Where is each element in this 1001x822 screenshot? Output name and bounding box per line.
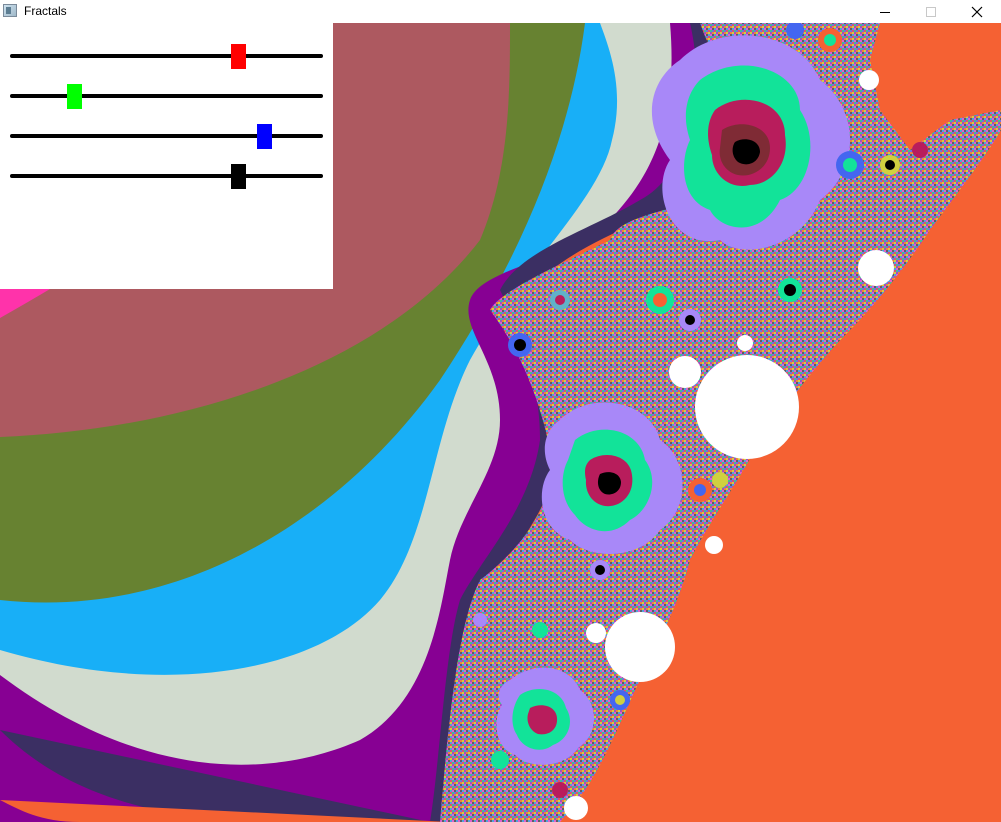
slider-thumb-green[interactable]	[66, 84, 82, 109]
slider-thumb-blue[interactable]	[257, 124, 273, 149]
minimize-icon	[880, 11, 890, 13]
close-icon	[971, 6, 983, 17]
slider-thumb-black[interactable]	[230, 164, 246, 189]
fractal-bulb-top	[651, 35, 850, 250]
fractal-image	[0, 23, 1001, 822]
fractal-bulb-mid	[541, 402, 683, 554]
fractal-canvas[interactable]	[0, 23, 1001, 822]
title-bar[interactable]: Fractals	[0, 0, 1001, 23]
slider-track-green[interactable]	[10, 94, 323, 98]
slider-track-red[interactable]	[10, 54, 323, 58]
slider-track-blue[interactable]	[10, 134, 323, 138]
slider-panel	[0, 23, 333, 289]
app-window-icon	[3, 4, 17, 17]
maximize-icon	[926, 6, 936, 17]
slider-track-black[interactable]	[10, 174, 323, 178]
minimize-button[interactable]	[862, 0, 908, 23]
fractal-spirals	[473, 23, 928, 798]
close-button[interactable]	[954, 0, 1000, 23]
maximize-button[interactable]	[908, 0, 954, 23]
fractal-lakes	[564, 70, 894, 820]
window-title: Fractals	[24, 4, 67, 18]
slider-thumb-red[interactable]	[230, 44, 246, 69]
fractal-bulb-low	[496, 667, 595, 765]
